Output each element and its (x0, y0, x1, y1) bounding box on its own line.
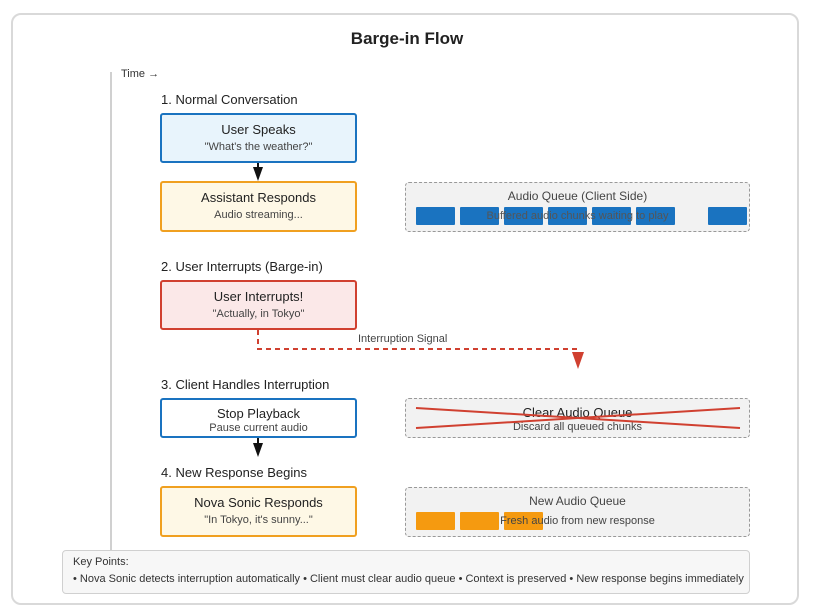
audio-chunk (592, 207, 631, 225)
clear-queue-sub: Discard all queued chunks (512, 421, 643, 433)
audio-chunk (708, 207, 747, 225)
audio-chunk (460, 207, 499, 225)
assistant-responds-sub: Audio streaming... (214, 209, 303, 221)
client-audio-queue: Audio Queue (Client Side) Buffered audio… (405, 182, 750, 232)
time-label: Time → (121, 68, 160, 80)
key-points-title: Key Points: (73, 556, 129, 568)
user-interrupts-box: User Interrupts! "Actually, in Tokyo" (160, 280, 357, 330)
new-audio-queue: New Audio Queue Fresh audio from new res… (405, 487, 750, 537)
interruption-signal-line (257, 330, 579, 356)
step-4-label: 4. New Response Begins (161, 465, 307, 480)
arrowhead-down-icon (253, 167, 263, 181)
step-2-label: 2. User Interrupts (Barge-in) (161, 259, 323, 274)
nova-responds-title: Nova Sonic Responds (194, 495, 323, 510)
stop-playback-sub: Pause current audio (209, 422, 308, 434)
timeline-line (110, 72, 112, 550)
interruption-signal-label: Interruption Signal (358, 333, 448, 345)
stop-playback-title: Stop Playback (216, 406, 301, 421)
nova-responds-box: Nova Sonic Responds "In Tokyo, it's sunn… (160, 486, 357, 537)
user-speaks-title: User Speaks (221, 122, 296, 137)
stop-playback-box: Stop Playback Pause current audio (160, 398, 357, 438)
client-queue-sub: Buffered audio chunks waiting to play (486, 210, 669, 222)
user-speaks-sub: "What's the weather?" (204, 141, 313, 153)
user-interrupts-title: User Interrupts! (213, 289, 304, 304)
step-1-label: 1. Normal Conversation (161, 92, 298, 107)
key-points-text: • Nova Sonic detects interruption automa… (73, 573, 744, 585)
audio-chunk (416, 207, 455, 225)
cross-line-icon (415, 407, 741, 429)
nova-responds-sub: "In Tokyo, it's sunny..." (204, 514, 313, 526)
key-points-box: Key Points: • Nova Sonic detects interru… (62, 550, 750, 594)
step-3-label: 3. Client Handles Interruption (161, 377, 330, 392)
signal-arrowhead-icon (572, 352, 584, 369)
assistant-responds-box: Assistant Responds Audio streaming... (160, 181, 357, 232)
user-interrupts-sub: "Actually, in Tokyo" (212, 308, 305, 320)
audio-chunk (636, 207, 675, 225)
user-speaks-box: User Speaks "What's the weather?" (160, 113, 357, 163)
diagram-title: Barge-in Flow (350, 29, 464, 48)
new-audio-chunk (460, 512, 499, 530)
assistant-responds-title: Assistant Responds (201, 190, 316, 205)
audio-chunk (504, 207, 543, 225)
new-audio-chunk (416, 512, 455, 530)
new-queue-title: New Audio Queue (529, 494, 626, 508)
audio-chunk (548, 207, 587, 225)
new-queue-sub: Fresh audio from new response (500, 515, 655, 527)
new-audio-chunk (504, 512, 543, 530)
arrowhead-down-icon (253, 443, 263, 457)
client-queue-title: Audio Queue (Client Side) (507, 189, 648, 203)
